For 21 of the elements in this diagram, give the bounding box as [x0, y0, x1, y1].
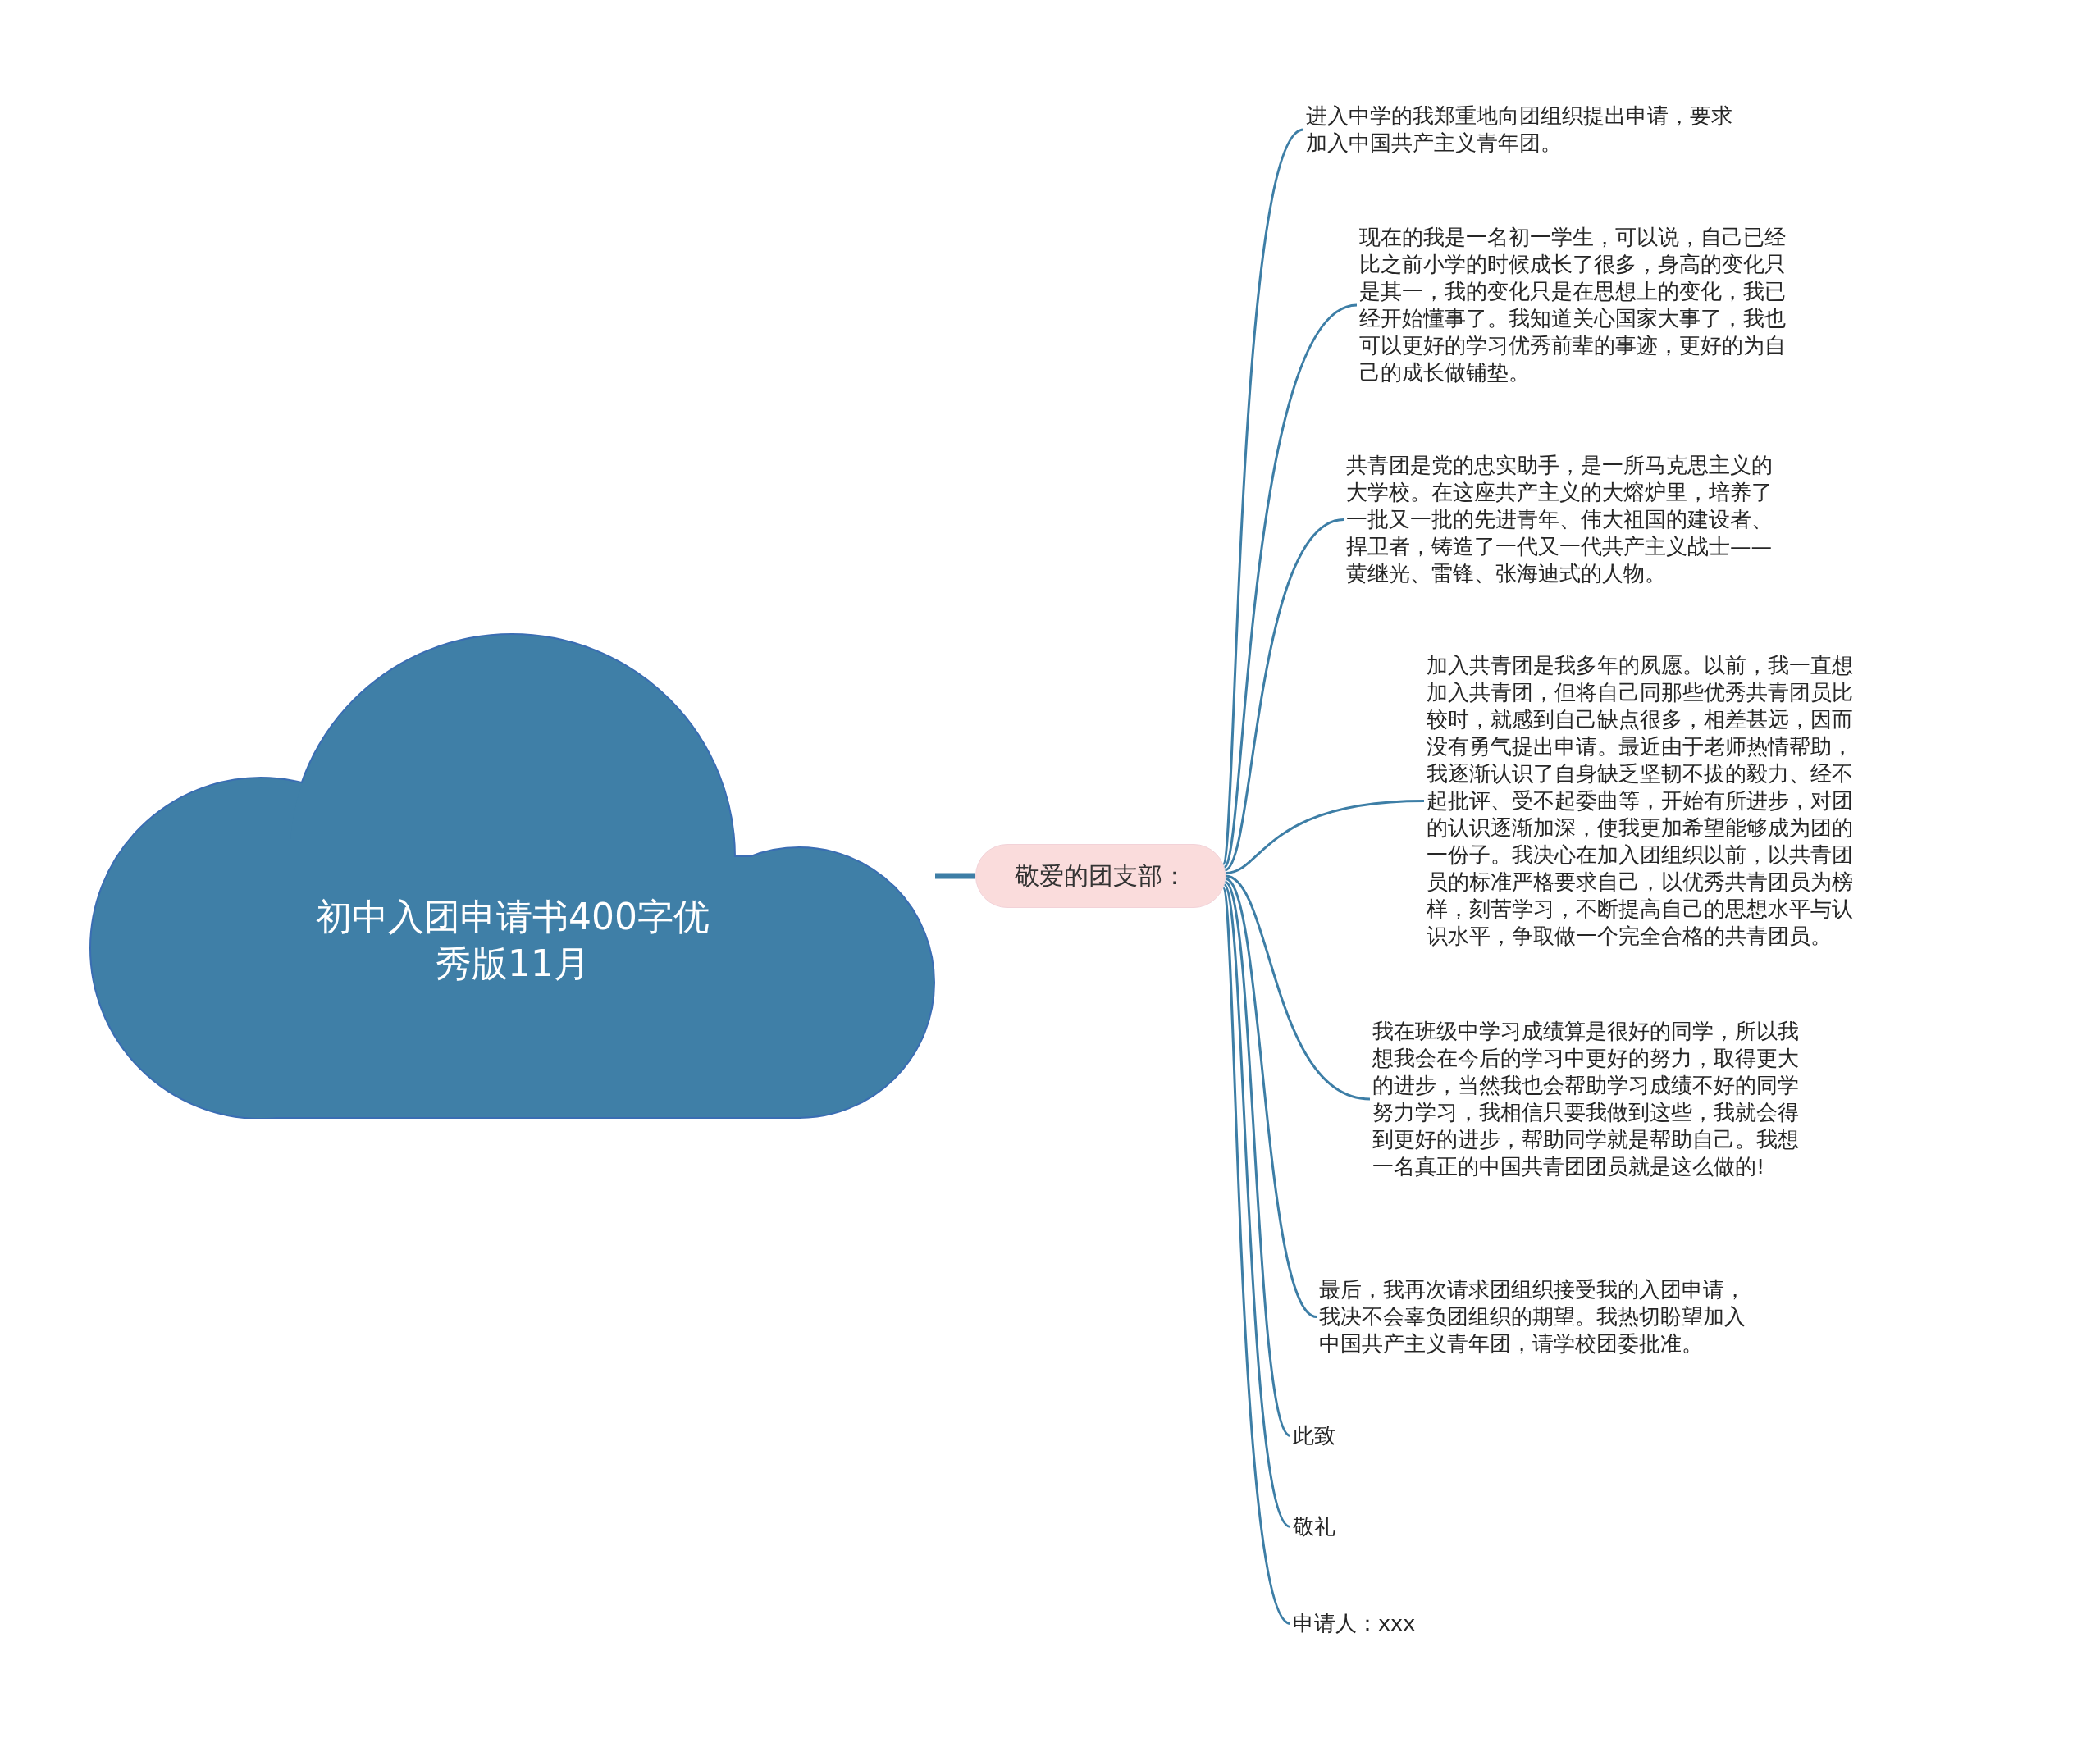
- cloud-node: 初中入团申请书400字优秀版11月: [89, 633, 935, 1119]
- connector-line: [1223, 884, 1292, 1528]
- connector-line: [935, 873, 975, 879]
- connector-line: [1225, 874, 1371, 1101]
- leaf-text: 现在的我是一名初一学生，可以说，自己已经比之前小学的时候成长了很多，身高的变化只是其一，我的变化只是在思想上的变化，我已经开始懂事了。我知道关心国家大事了，我也可以更好的学习优秀前辈的事迹，更好的为自己的成长做铺垫。: [1359, 224, 1802, 386]
- connector-line: [1224, 518, 1344, 871]
- leaf-text: 共青团是党的忠实助手，是一所马克思主义的大学校。在这座共产主义的大熔炉里，培养了一批又一批的先进青年、伟大祖国的建设者、捍卫者，铸造了一代又一代共产主义战士——黄继光、雷锋、张海迪式的人物。: [1346, 452, 1789, 587]
- leaf-text: 加入共青团是我多年的夙愿。以前，我一直想加入共青团，但将自己同那些优秀共青团员比较时，就感到自己缺点很多，相差甚远，因而没有勇气提出申请。最近由于老师热情帮助，我逐渐认识了自身缺乏坚韧不拔的毅力、经不起批评、受不起委曲等，开始有所进步，对团的认识逐渐加深，使我更加希望能够成为团的一份子。我决心在加入团组织以前，以共青团员的标准严格要求自己，以优秀共青团员为榜样，刻苦学习，不断提高自己的思想水平与认识水平，争取做一个完全合格的共青团员。: [1427, 652, 1869, 950]
- connector-line: [1224, 881, 1292, 1437]
- leaf-text: 敬礼: [1293, 1513, 1335, 1540]
- connector-line: [1223, 303, 1358, 868]
- connector-line: [1221, 128, 1305, 864]
- connector-line: [1224, 878, 1317, 1318]
- leaf-text: 申请人：xxx: [1293, 1610, 1416, 1637]
- connector-line: [1225, 800, 1425, 874]
- leaf-text: 最后，我再次请求团组织接受我的入团申请，我决不会辜负团组织的期望。我热切盼望加入中国共产主义青年团，请学校团委批准。: [1319, 1276, 1762, 1357]
- leaf-text: 进入中学的我郑重地向团组织提出申请，要求加入中国共产主义青年团。: [1306, 103, 1749, 157]
- connector-line: [1221, 887, 1292, 1625]
- leaf-text: 此致: [1293, 1422, 1335, 1449]
- leaf-text: 我在班级中学习成绩算是很好的同学，所以我想我会在今后的学习中更好的努力，取得更大的进步，当然我也会帮助学习成绩不好的同学努力学习，我相信只要我做到这些，我就会得到更好的进步，帮助同学就是帮助自己。我想一名真正的中国共青团团员就是这么做的!: [1372, 1018, 1815, 1180]
- subtopic-pill: 敬爱的团支部：: [975, 844, 1226, 908]
